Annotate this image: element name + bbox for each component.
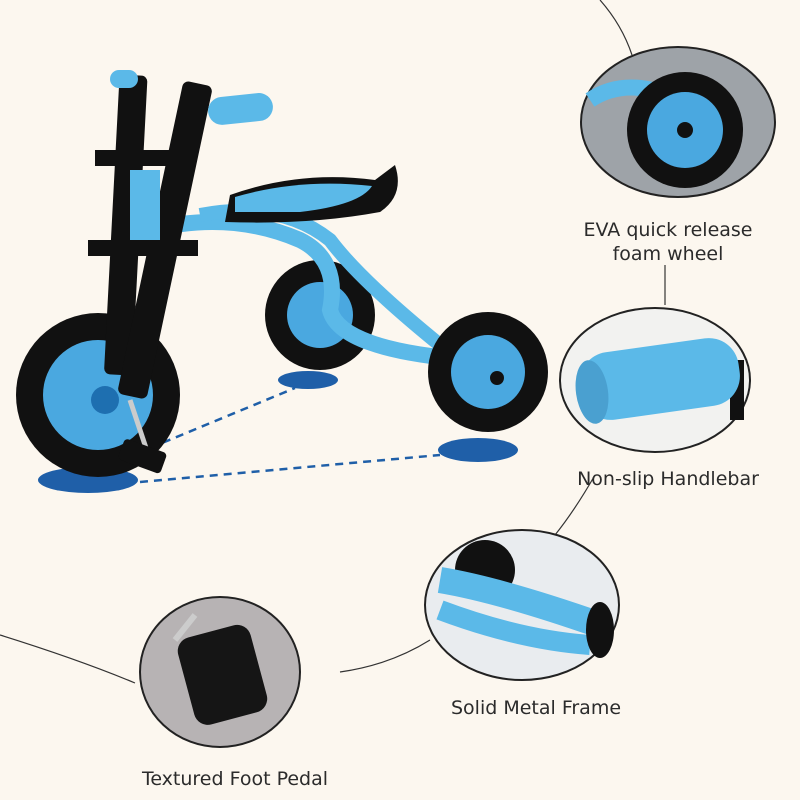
feature-label-wheel-line2: foam wheel (612, 243, 724, 265)
feature-label-frame: Solid Metal Frame (450, 697, 622, 719)
wheel-detail-photo (580, 46, 776, 198)
feature-label-handlebar: Non-slip Handlebar (577, 468, 759, 490)
feature-label-wheel-line1: EVA quick release (583, 219, 753, 241)
pedal-detail-photo (139, 596, 301, 748)
handlebar-detail-photo (559, 307, 751, 453)
connector-lines (0, 0, 666, 684)
frame-detail-photo (424, 529, 620, 681)
tricycle-product-image (16, 70, 548, 477)
feature-label-wheel: EVA quick release foam wheel (584, 218, 753, 266)
feature-label-pedal: Textured Foot Pedal (141, 768, 329, 790)
